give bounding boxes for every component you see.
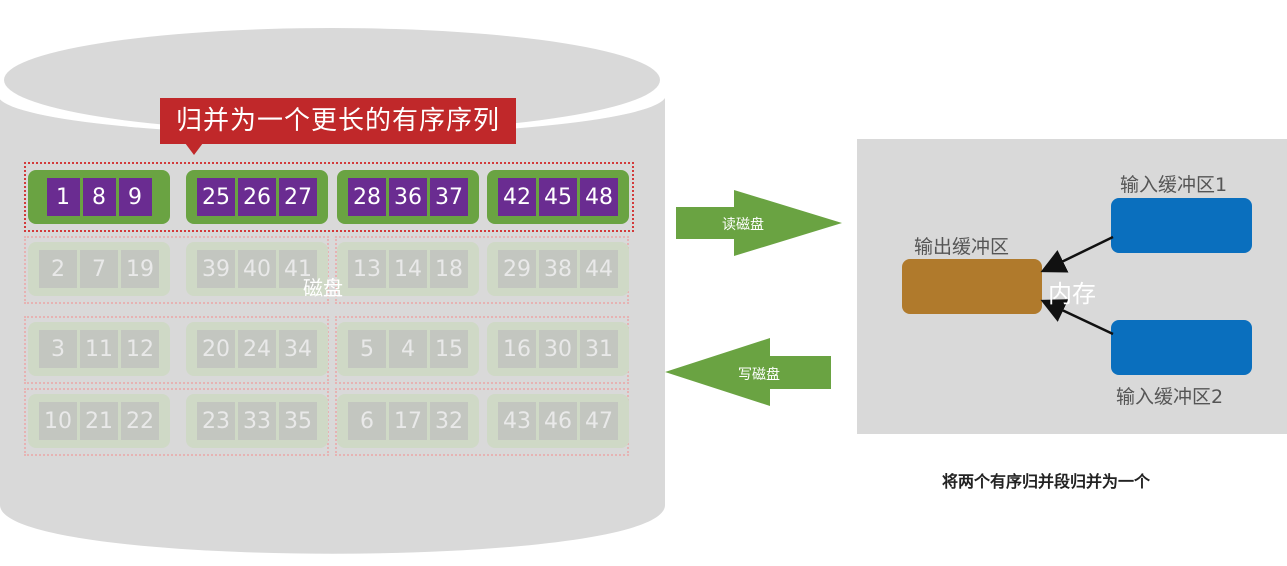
write-disk-label: 写磁盘 bbox=[738, 367, 780, 383]
record-cell: 44 bbox=[580, 250, 618, 288]
input-buffer-1-label: 输入缓冲区1 bbox=[1120, 174, 1228, 196]
record-cell: 46 bbox=[539, 402, 577, 440]
record-cell: 35 bbox=[279, 402, 317, 440]
caption: 将两个有序归并段归并为一个 bbox=[942, 472, 1151, 491]
record-cell: 40 bbox=[238, 250, 276, 288]
write-disk-arrow bbox=[665, 338, 831, 406]
arrow-input1-to-output bbox=[1040, 235, 1114, 273]
row-outline bbox=[24, 236, 329, 304]
record-cell: 8 bbox=[82, 178, 116, 216]
record-cell: 21 bbox=[80, 402, 118, 440]
record-cell: 3 bbox=[39, 330, 77, 368]
merge-callout: 归并为一个更长的有序序列 bbox=[160, 98, 516, 144]
record-cell: 45 bbox=[539, 178, 577, 216]
record-cell: 39 bbox=[197, 250, 235, 288]
record-cell: 38 bbox=[539, 250, 577, 288]
input-buffer-2-label: 输入缓冲区2 bbox=[1116, 386, 1224, 408]
record-cell: 20 bbox=[197, 330, 235, 368]
record-cell: 4 bbox=[389, 330, 427, 368]
record-cell: 36 bbox=[389, 178, 427, 216]
record-cell: 17 bbox=[389, 402, 427, 440]
record-cell: 22 bbox=[121, 402, 159, 440]
record-cell: 28 bbox=[348, 178, 386, 216]
record-cell: 23 bbox=[197, 402, 235, 440]
record-cell: 47 bbox=[580, 402, 618, 440]
disk-label: 磁盘 bbox=[303, 276, 343, 300]
input-buffer-2 bbox=[1111, 320, 1252, 375]
record-cell: 14 bbox=[389, 250, 427, 288]
record-cell: 29 bbox=[498, 250, 536, 288]
record-cell: 6 bbox=[348, 402, 386, 440]
callout-pointer bbox=[185, 143, 203, 155]
arrow-input2-to-output bbox=[1040, 299, 1114, 336]
row-outline bbox=[24, 316, 329, 384]
record-cell: 13 bbox=[348, 250, 386, 288]
memory-label: 内存 bbox=[1048, 280, 1096, 308]
merge-row-outline bbox=[24, 162, 634, 232]
record-cell: 27 bbox=[279, 178, 317, 216]
record-cell: 37 bbox=[430, 178, 468, 216]
record-cell: 32 bbox=[430, 402, 468, 440]
input-buffer-1 bbox=[1111, 198, 1252, 253]
record-cell: 34 bbox=[279, 330, 317, 368]
record-cell: 42 bbox=[498, 178, 536, 216]
row-outline bbox=[24, 388, 329, 456]
record-cell: 10 bbox=[39, 402, 77, 440]
record-cell: 30 bbox=[539, 330, 577, 368]
record-cell: 12 bbox=[121, 330, 159, 368]
record-cell: 33 bbox=[238, 402, 276, 440]
record-cell: 2 bbox=[39, 250, 77, 288]
output-buffer-label: 输出缓冲区 bbox=[914, 236, 1010, 258]
read-disk-label: 读磁盘 bbox=[722, 217, 764, 233]
record-cell: 11 bbox=[80, 330, 118, 368]
record-cell: 41 bbox=[279, 250, 317, 288]
record-cell: 16 bbox=[498, 330, 536, 368]
record-cell: 15 bbox=[430, 330, 468, 368]
read-disk-arrow bbox=[676, 190, 842, 256]
record-cell: 25 bbox=[197, 178, 235, 216]
output-buffer bbox=[902, 259, 1042, 314]
record-cell: 31 bbox=[580, 330, 618, 368]
record-cell: 9 bbox=[118, 178, 152, 216]
record-cell: 43 bbox=[498, 402, 536, 440]
record-cell: 18 bbox=[430, 250, 468, 288]
record-cell: 7 bbox=[80, 250, 118, 288]
record-cell: 19 bbox=[121, 250, 159, 288]
record-cell: 26 bbox=[238, 178, 276, 216]
record-cell: 24 bbox=[238, 330, 276, 368]
record-cell: 48 bbox=[580, 178, 618, 216]
record-cell: 5 bbox=[348, 330, 386, 368]
record-cell: 1 bbox=[46, 178, 80, 216]
